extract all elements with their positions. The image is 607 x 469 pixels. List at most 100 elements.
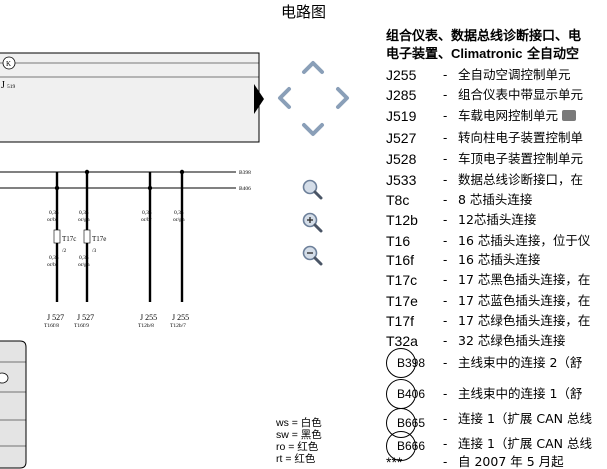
circuit-diagram: K J 519 B398 B406 0,35 or/br T17c /2 0,3… [0, 0, 265, 469]
legend-code: T16f [386, 252, 415, 268]
legend-desc: 17 芯绿色插头连接，在 [458, 313, 591, 328]
legend-panel: 组合仪表、数据总线诊断接口、电 电子装置、Climatronic 全自动空 J2… [386, 28, 607, 469]
legend-code: J527 [386, 130, 417, 146]
legend-code: B406 [397, 387, 426, 401]
page-title: 电路图 [280, 3, 326, 21]
legend-dash: - [443, 151, 448, 166]
wire-1-gauge2: 0,35 [49, 255, 59, 261]
legend-code: J255 [386, 67, 417, 83]
legend-dash: - [443, 130, 448, 145]
legend-desc: 连接 1（扩展 CAN 总线 [458, 411, 593, 426]
legend-heading-part: Climatronic [451, 46, 523, 61]
connection-circle-icon: B398 [386, 348, 425, 378]
legend-heading-part: 全自动空 [522, 47, 580, 62]
legend-desc: 主线束中的连接 1（舒 [458, 386, 583, 401]
wire-2-gauge: 0,35 [79, 210, 89, 216]
nav-left-arrow-icon[interactable] [273, 86, 297, 110]
wire-3-gauge: 0,35 [142, 210, 152, 216]
nav-down-arrow-icon[interactable] [301, 118, 325, 142]
zoom-in-icon[interactable] [301, 211, 323, 233]
legend-desc: 8 芯插头连接 [458, 192, 533, 207]
legend-desc: 组合仪表中带显示单元 [458, 87, 584, 102]
bus-label-b406: B406 [239, 186, 251, 192]
wire-4-color: or/gn [173, 217, 185, 223]
legend-dash: - [443, 212, 448, 227]
legend-code: J528 [386, 151, 417, 167]
module-symbol-icon [0, 372, 9, 384]
wire-2-color: or/gn [78, 217, 90, 223]
zoom-fit-icon[interactable] [301, 178, 323, 200]
module-lower-partial [0, 340, 27, 469]
legend-dash: - [443, 355, 448, 370]
wire-3-dest: J 255 [140, 313, 157, 322]
legend-heading-line2: 电子装置、Climatronic 全自动空 [386, 45, 607, 63]
wire-2-pin: /3 [92, 248, 97, 254]
module-j519-box [0, 52, 260, 143]
legend-desc: 转向柱电子装置控制单 [458, 130, 584, 145]
legend-dash: - [443, 436, 448, 451]
wire-2-dest: J 527 [77, 313, 94, 322]
legend-code: T16 [386, 233, 411, 249]
wire-2-conn: T17e [92, 235, 106, 243]
legend-desc: 主线束中的连接 2（舒 [458, 355, 583, 370]
legend-dash: - [443, 293, 448, 308]
module-label: J [1, 80, 5, 91]
camera-icon[interactable] [562, 110, 577, 121]
legend-dash: - [443, 67, 448, 82]
legend-dash: - [443, 192, 448, 207]
legend-code: T17f [386, 313, 415, 329]
color-code-sw: sw = 黑色 [276, 429, 322, 441]
wire-3-dest-pin: T12b/8 [138, 323, 154, 329]
legend-code: T32a [386, 333, 418, 349]
legend-desc-wrap: 车载电网控制单元 [458, 107, 577, 125]
legend-dash: - [443, 87, 448, 102]
selection-pointer-icon [254, 84, 264, 114]
wire-1-dest: J 527 [47, 313, 64, 322]
legend-code: T12b [386, 212, 418, 228]
junction-dot [84, 169, 90, 175]
module-label-sub: 519 [7, 84, 16, 90]
legend-desc: 17 芯蓝色插头连接，在 [458, 293, 591, 308]
wire-1-gauge: 0,35 [49, 210, 59, 216]
legend-code: T17e [386, 293, 418, 309]
legend-desc: 车顶电子装置控制单元 [458, 151, 584, 166]
bus-label-b398: B398 [239, 170, 251, 176]
connector-t17c [53, 229, 61, 244]
nav-up-arrow-icon[interactable] [301, 55, 325, 79]
legend-dash: - [443, 252, 448, 267]
legend-code: T8c [386, 192, 410, 208]
wire-2-color2: or/gn [78, 262, 90, 268]
legend-dash: - [443, 313, 448, 328]
legend-desc: 连接 1（扩展 CAN 总线 [458, 436, 593, 451]
legend-code: J533 [386, 172, 417, 188]
legend-code: *** [386, 454, 403, 469]
circuit-diagram-svg: K J 519 B398 B406 0,35 or/br T17c /2 0,3… [0, 52, 260, 469]
legend-code: B665 [397, 416, 426, 430]
legend-dash: - [443, 272, 448, 287]
legend-desc: 32 芯绿色插头连接 [458, 333, 566, 348]
junction-dot [54, 185, 60, 191]
wire-1-conn: T17c [62, 235, 76, 243]
legend-dash: - [443, 108, 448, 123]
zoom-out-icon[interactable] [301, 244, 323, 266]
connector-t17e [83, 229, 91, 244]
wire-4-dest: J 255 [172, 313, 189, 322]
legend-heading-part: 电子装置、 [386, 47, 452, 62]
legend-desc: 全自动空调控制单元 [458, 67, 571, 82]
module-symbol: K [6, 60, 11, 68]
legend-dash: - [443, 411, 448, 426]
legend-desc: 17 芯黑色插头连接，在 [458, 272, 591, 287]
legend-desc: 16 芯插头连接 [458, 252, 541, 267]
wire-1-dest-pin: T16f/8 [44, 322, 59, 329]
legend-desc: 自 2007 年 5 月起 [458, 454, 564, 469]
legend-dash: - [443, 386, 448, 401]
legend-desc: 16 芯插头连接，位于仪 [458, 233, 591, 248]
nav-right-arrow-icon[interactable] [330, 86, 354, 110]
legend-dash: - [443, 333, 448, 348]
connection-circle-icon: B406 [386, 379, 425, 409]
wire-1-color: or/br [47, 217, 58, 223]
wire-4-gauge: 0,35 [174, 210, 184, 216]
color-code-ro: ro = 红色 [276, 441, 319, 453]
connection-circle-icon: B666 [386, 431, 425, 461]
legend-code: B398 [397, 356, 426, 370]
